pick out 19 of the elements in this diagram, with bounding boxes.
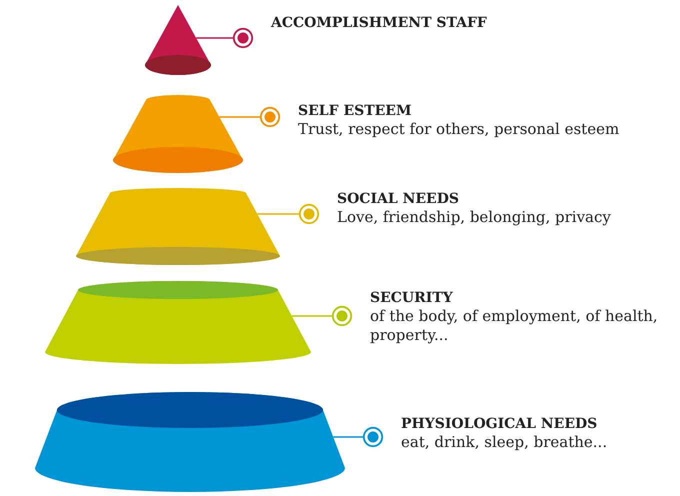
- leader-line: [292, 306, 352, 326]
- level-heading: SECURITY: [370, 289, 454, 307]
- pyramid-tier: [34, 391, 346, 493]
- leader-line: [257, 204, 320, 224]
- level-heading: PHYSIOLOGICAL NEEDS: [401, 415, 598, 433]
- level-heading: SELF ESTEEM: [298, 102, 412, 120]
- pyramid-top-cone: [144, 4, 212, 76]
- pyramid-tier: [112, 94, 244, 174]
- level-description: of the body, of employment, of health, property...: [370, 307, 659, 345]
- leader-line: [333, 426, 384, 448]
- level-description: Love, friendship, belonging, privacy: [337, 208, 612, 227]
- level-heading: SOCIAL NEEDS: [337, 190, 460, 208]
- pyramid-tier: [75, 187, 281, 266]
- leader-line: [196, 28, 254, 48]
- level-description: Trust, respect for others, personal esteem: [298, 120, 620, 139]
- leader-line: [219, 106, 280, 128]
- level-description: eat, drink, sleep, breathe...: [401, 433, 608, 452]
- pyramid-tier: [44, 280, 312, 365]
- level-heading: ACCOMPLISHMENT STAFF: [271, 14, 488, 32]
